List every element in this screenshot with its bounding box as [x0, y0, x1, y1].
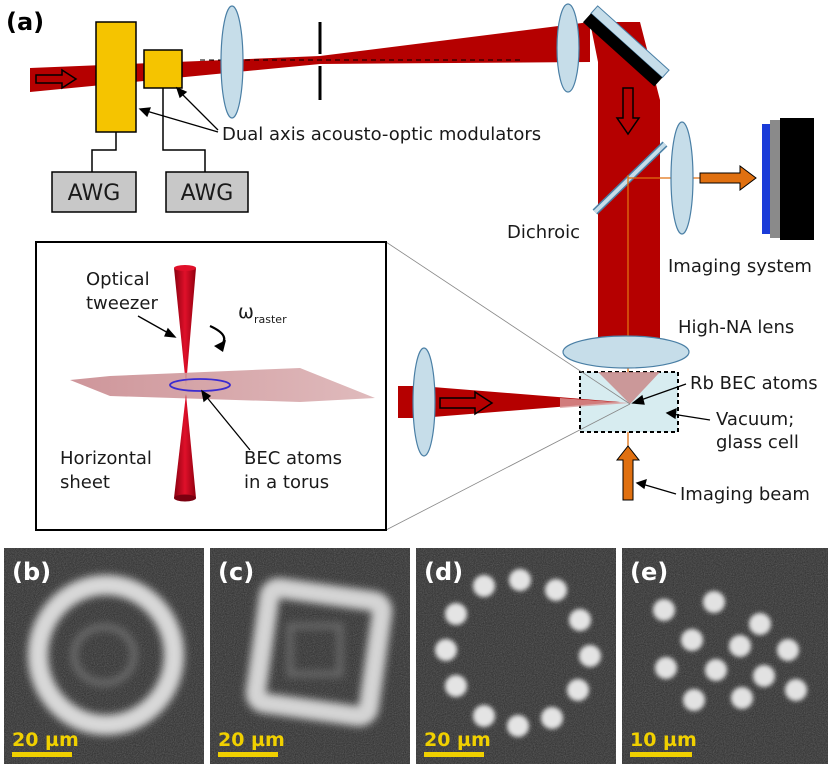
- aom-pointers: [138, 86, 219, 133]
- panel-e: (e) 10 µm: [622, 548, 828, 764]
- svg-text:AWG: AWG: [181, 181, 234, 206]
- panel-c: (c) 20 µm: [210, 548, 410, 764]
- imaging-beam-arrow-icon: [615, 445, 641, 501]
- imaging-lens: [670, 121, 694, 235]
- inset-omega-sub: raster: [254, 313, 287, 326]
- horizontal-sheet: [70, 368, 375, 402]
- panel-c-scale: 20 µm: [218, 729, 285, 751]
- mirror: [582, 5, 670, 87]
- sheet-lens: [412, 347, 436, 457]
- panel-d-letter: (d): [424, 558, 463, 586]
- focused-cone: [598, 372, 660, 404]
- awg-box-1: AWG: [51, 171, 137, 213]
- panel-d-scale: 20 µm: [424, 729, 491, 751]
- vacuum-label-1: Vacuum;: [716, 409, 794, 430]
- bec-torus: [169, 378, 231, 392]
- aom-label: Dual axis acousto-optic modulators: [222, 124, 541, 145]
- inset-bec-label-2: in a torus: [244, 472, 329, 493]
- vacuum-label-2: glass cell: [716, 432, 799, 453]
- panel-b: (b) 20 µm: [4, 548, 204, 764]
- awg-box-2: AWG: [165, 171, 249, 213]
- inset-optical-label-2: tweezer: [86, 293, 158, 314]
- panel-e-letter: (e): [630, 558, 668, 586]
- zoom-lines: [385, 241, 631, 531]
- sheet-arrow-icon: [439, 390, 494, 416]
- panel-b-letter: (b): [12, 558, 51, 586]
- inset-box: [35, 241, 387, 531]
- aom-1: [95, 21, 137, 133]
- lens-1: [220, 5, 244, 119]
- panel-a-label: (a): [6, 8, 44, 36]
- high-na-lens-label: High-NA lens: [678, 317, 794, 338]
- aom-2: [143, 49, 183, 89]
- svg-text:AWG: AWG: [68, 181, 121, 206]
- imaging-system-label: Imaging system: [668, 256, 812, 277]
- panel-e-scale: 10 µm: [630, 729, 697, 751]
- imaging-arrow-icon: [699, 165, 757, 191]
- dichroic-label: Dichroic: [507, 222, 580, 243]
- sheet-beam: [398, 386, 620, 418]
- inset-omega: ω: [238, 301, 254, 323]
- imaging-beam-label: Imaging beam: [680, 484, 810, 505]
- inset-bec-label-1: BEC atoms: [244, 448, 342, 469]
- beam-down-arrow-icon: [615, 87, 641, 136]
- rb-bec-label: Rb BEC atoms: [690, 373, 818, 394]
- camera: [762, 118, 814, 240]
- panel-c-letter: (c): [218, 558, 254, 586]
- high-na-lens: [562, 335, 690, 369]
- inset-horizontal-label-1: Horizontal: [60, 448, 152, 469]
- inset-horizontal-label-2: sheet: [60, 472, 110, 493]
- input-arrow-icon: [35, 68, 78, 90]
- lens-2: [556, 3, 580, 93]
- panel-d: (d) 20 µm: [416, 548, 616, 764]
- inset-optical-label-1: Optical: [86, 269, 150, 290]
- panel-b-scale: 20 µm: [12, 729, 79, 751]
